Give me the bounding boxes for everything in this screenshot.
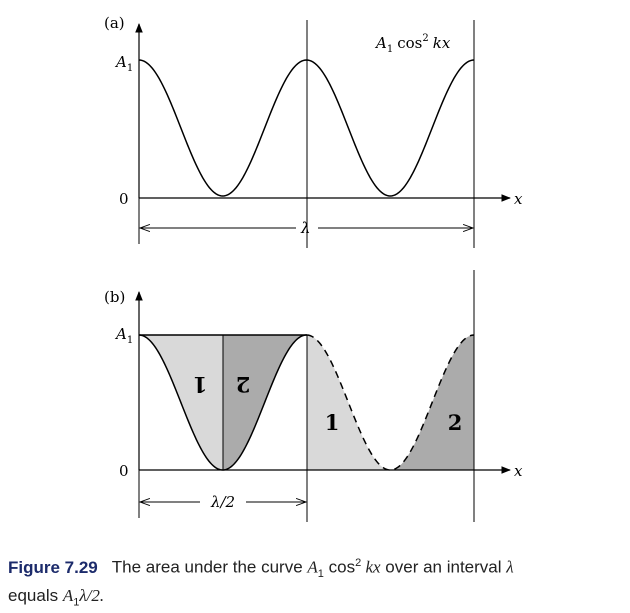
caption-math-sub: 1 [317, 568, 324, 581]
caption-text-3: equals [8, 586, 63, 606]
caption-text-2: over an interval [380, 557, 507, 577]
caption-result-sub: 1 [73, 596, 80, 609]
panel-a-y-tick-zero: 0 [119, 190, 129, 208]
panel-b-region-2-label: 2 [448, 410, 463, 435]
caption-math-arg: kx [361, 557, 381, 577]
panel-a-y-tick-top: A1 [114, 53, 133, 74]
panel-b-region-1-label: 1 [325, 410, 340, 435]
caption-figure-number: Figure 7.29 [8, 557, 98, 577]
panel-b-interval-label: λ/2 [210, 493, 235, 511]
panel-b-y-tick-top: A1 [114, 325, 133, 346]
caption-math-lambda: λ [506, 557, 514, 577]
panel-b-region-2-inverted [223, 335, 307, 470]
panel-b-x-label: x [514, 462, 523, 480]
caption-math-exp: 2 [355, 557, 362, 569]
panel-a-interval-label: λ [300, 219, 311, 237]
caption-result-A: A [62, 586, 74, 606]
caption-result-rest: λ/2. [79, 586, 105, 606]
panel-a-label: (a) [104, 14, 125, 32]
panel-b-label: (b) [104, 288, 125, 306]
panel-b-dashed-curve [306, 334, 475, 471]
caption-text-1: The area under the curve [111, 557, 308, 577]
caption-math-A: A [307, 557, 318, 577]
panel-b-region-2-label-flipped: 2 [236, 372, 251, 397]
panel-b-y-tick-zero: 0 [119, 462, 129, 480]
panel-b-region-1 [307, 335, 391, 470]
panel-b-region-1-label-flipped: 1 [193, 372, 208, 397]
caption-math-func: cos [323, 557, 356, 577]
panel-b: (b) x A1 0 1 2 1 2 λ/2 [104, 270, 523, 522]
panel-a-x-label: x [514, 190, 523, 208]
